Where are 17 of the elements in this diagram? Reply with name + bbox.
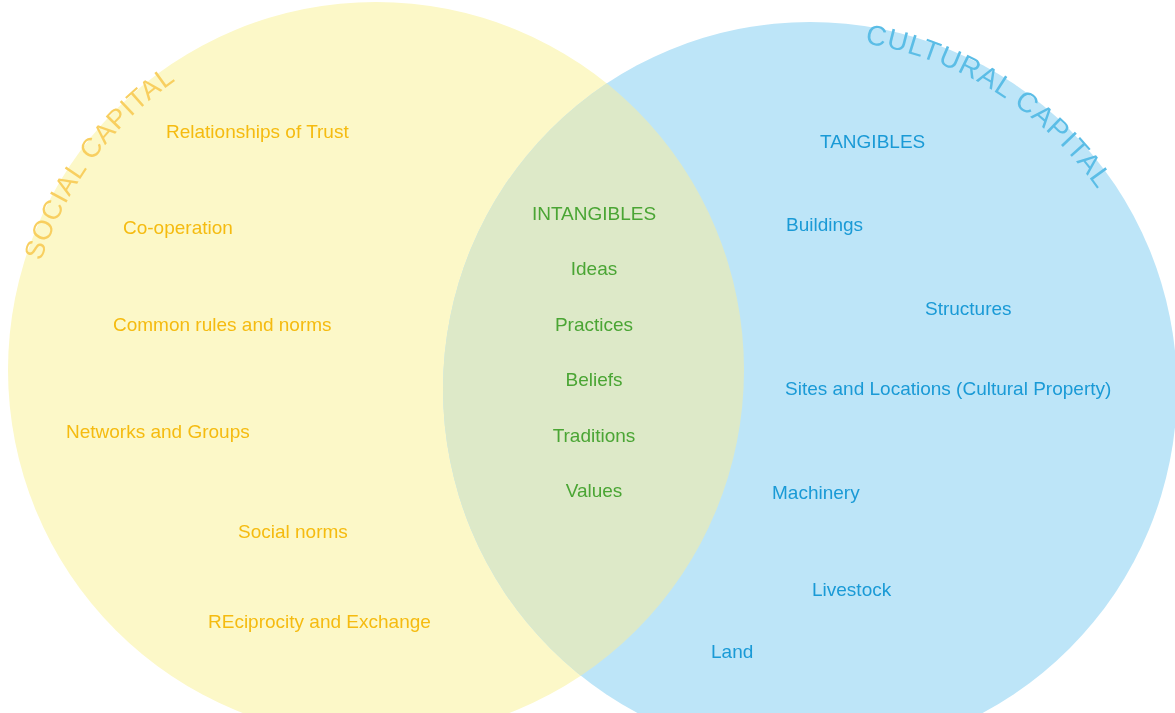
list-item-text: Livestock bbox=[812, 578, 892, 602]
list-item-text: Common rules and norms bbox=[113, 313, 332, 337]
list-item-text: Beliefs bbox=[565, 368, 623, 392]
list-item-text: Machinery bbox=[772, 481, 860, 505]
list-item-text: Co-operation bbox=[123, 216, 233, 240]
list-item-text: Land bbox=[711, 640, 754, 664]
list-item-text: Structures bbox=[925, 297, 1012, 321]
list-item-text: REciprocity and Exchange bbox=[208, 610, 431, 634]
list-item-text: Social norms bbox=[238, 520, 348, 544]
list-item-text: Buildings bbox=[786, 213, 864, 237]
list-item-text: Networks and Groups bbox=[66, 420, 250, 444]
list-item-text: Traditions bbox=[552, 424, 636, 448]
list-item-text: Sites and Locations (Cultural Property) bbox=[785, 377, 1112, 401]
list-item-text: Ideas bbox=[570, 257, 618, 281]
group-heading: INTANGIBLES bbox=[531, 202, 657, 226]
list-item-text: Practices bbox=[554, 313, 634, 337]
list-item-text: Values bbox=[565, 479, 623, 503]
